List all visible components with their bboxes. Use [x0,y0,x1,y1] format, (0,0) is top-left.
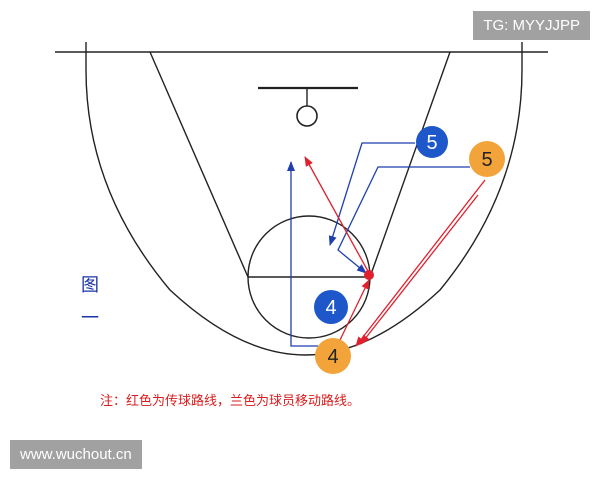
movement-route-orange5 [337,166,470,274]
pass-route-5-to-4-secondary [360,194,479,345]
figure-label-line1: 图 [81,275,99,296]
three-point-arc [85,42,523,356]
figure-note: 注：红色为传球路线，兰色为球员移动路线。 [100,393,360,409]
pass-routes [304,156,486,347]
player-orange-5-number: 5 [481,149,492,171]
player-orange-5-marker [469,141,505,177]
figure-label-line2: 一 [81,308,99,329]
player-orange-4-number: 4 [327,346,338,368]
player-blue-4-marker [314,290,348,324]
hoop [296,105,318,127]
lane-line-right [369,51,451,278]
player-orange-4: 4 [315,338,351,374]
player-blue-5-marker [416,126,448,158]
lane-line-left [149,51,249,278]
court-lines [55,42,548,356]
pass-route-4-to-ball [339,279,370,341]
movement-routes [287,142,470,347]
ball-marker [364,270,374,280]
player-blue-5: 5 [416,126,448,158]
watermark-top-right: TG: MYYJJPP [473,11,590,40]
watermark-bottom-left: www.wuchout.cn [10,440,142,469]
player-blue-4-number: 4 [325,297,336,319]
movement-route-player4 [287,161,318,347]
pass-route-ball-to-post [304,156,370,274]
movement-route-blue5 [328,142,415,246]
pass-route-5-to-4 [355,179,486,347]
player-blue-4: 4 [314,290,348,324]
player-orange-4-marker [315,338,351,374]
player-orange-5: 5 [469,141,505,177]
player-blue-5-number: 5 [426,132,437,154]
